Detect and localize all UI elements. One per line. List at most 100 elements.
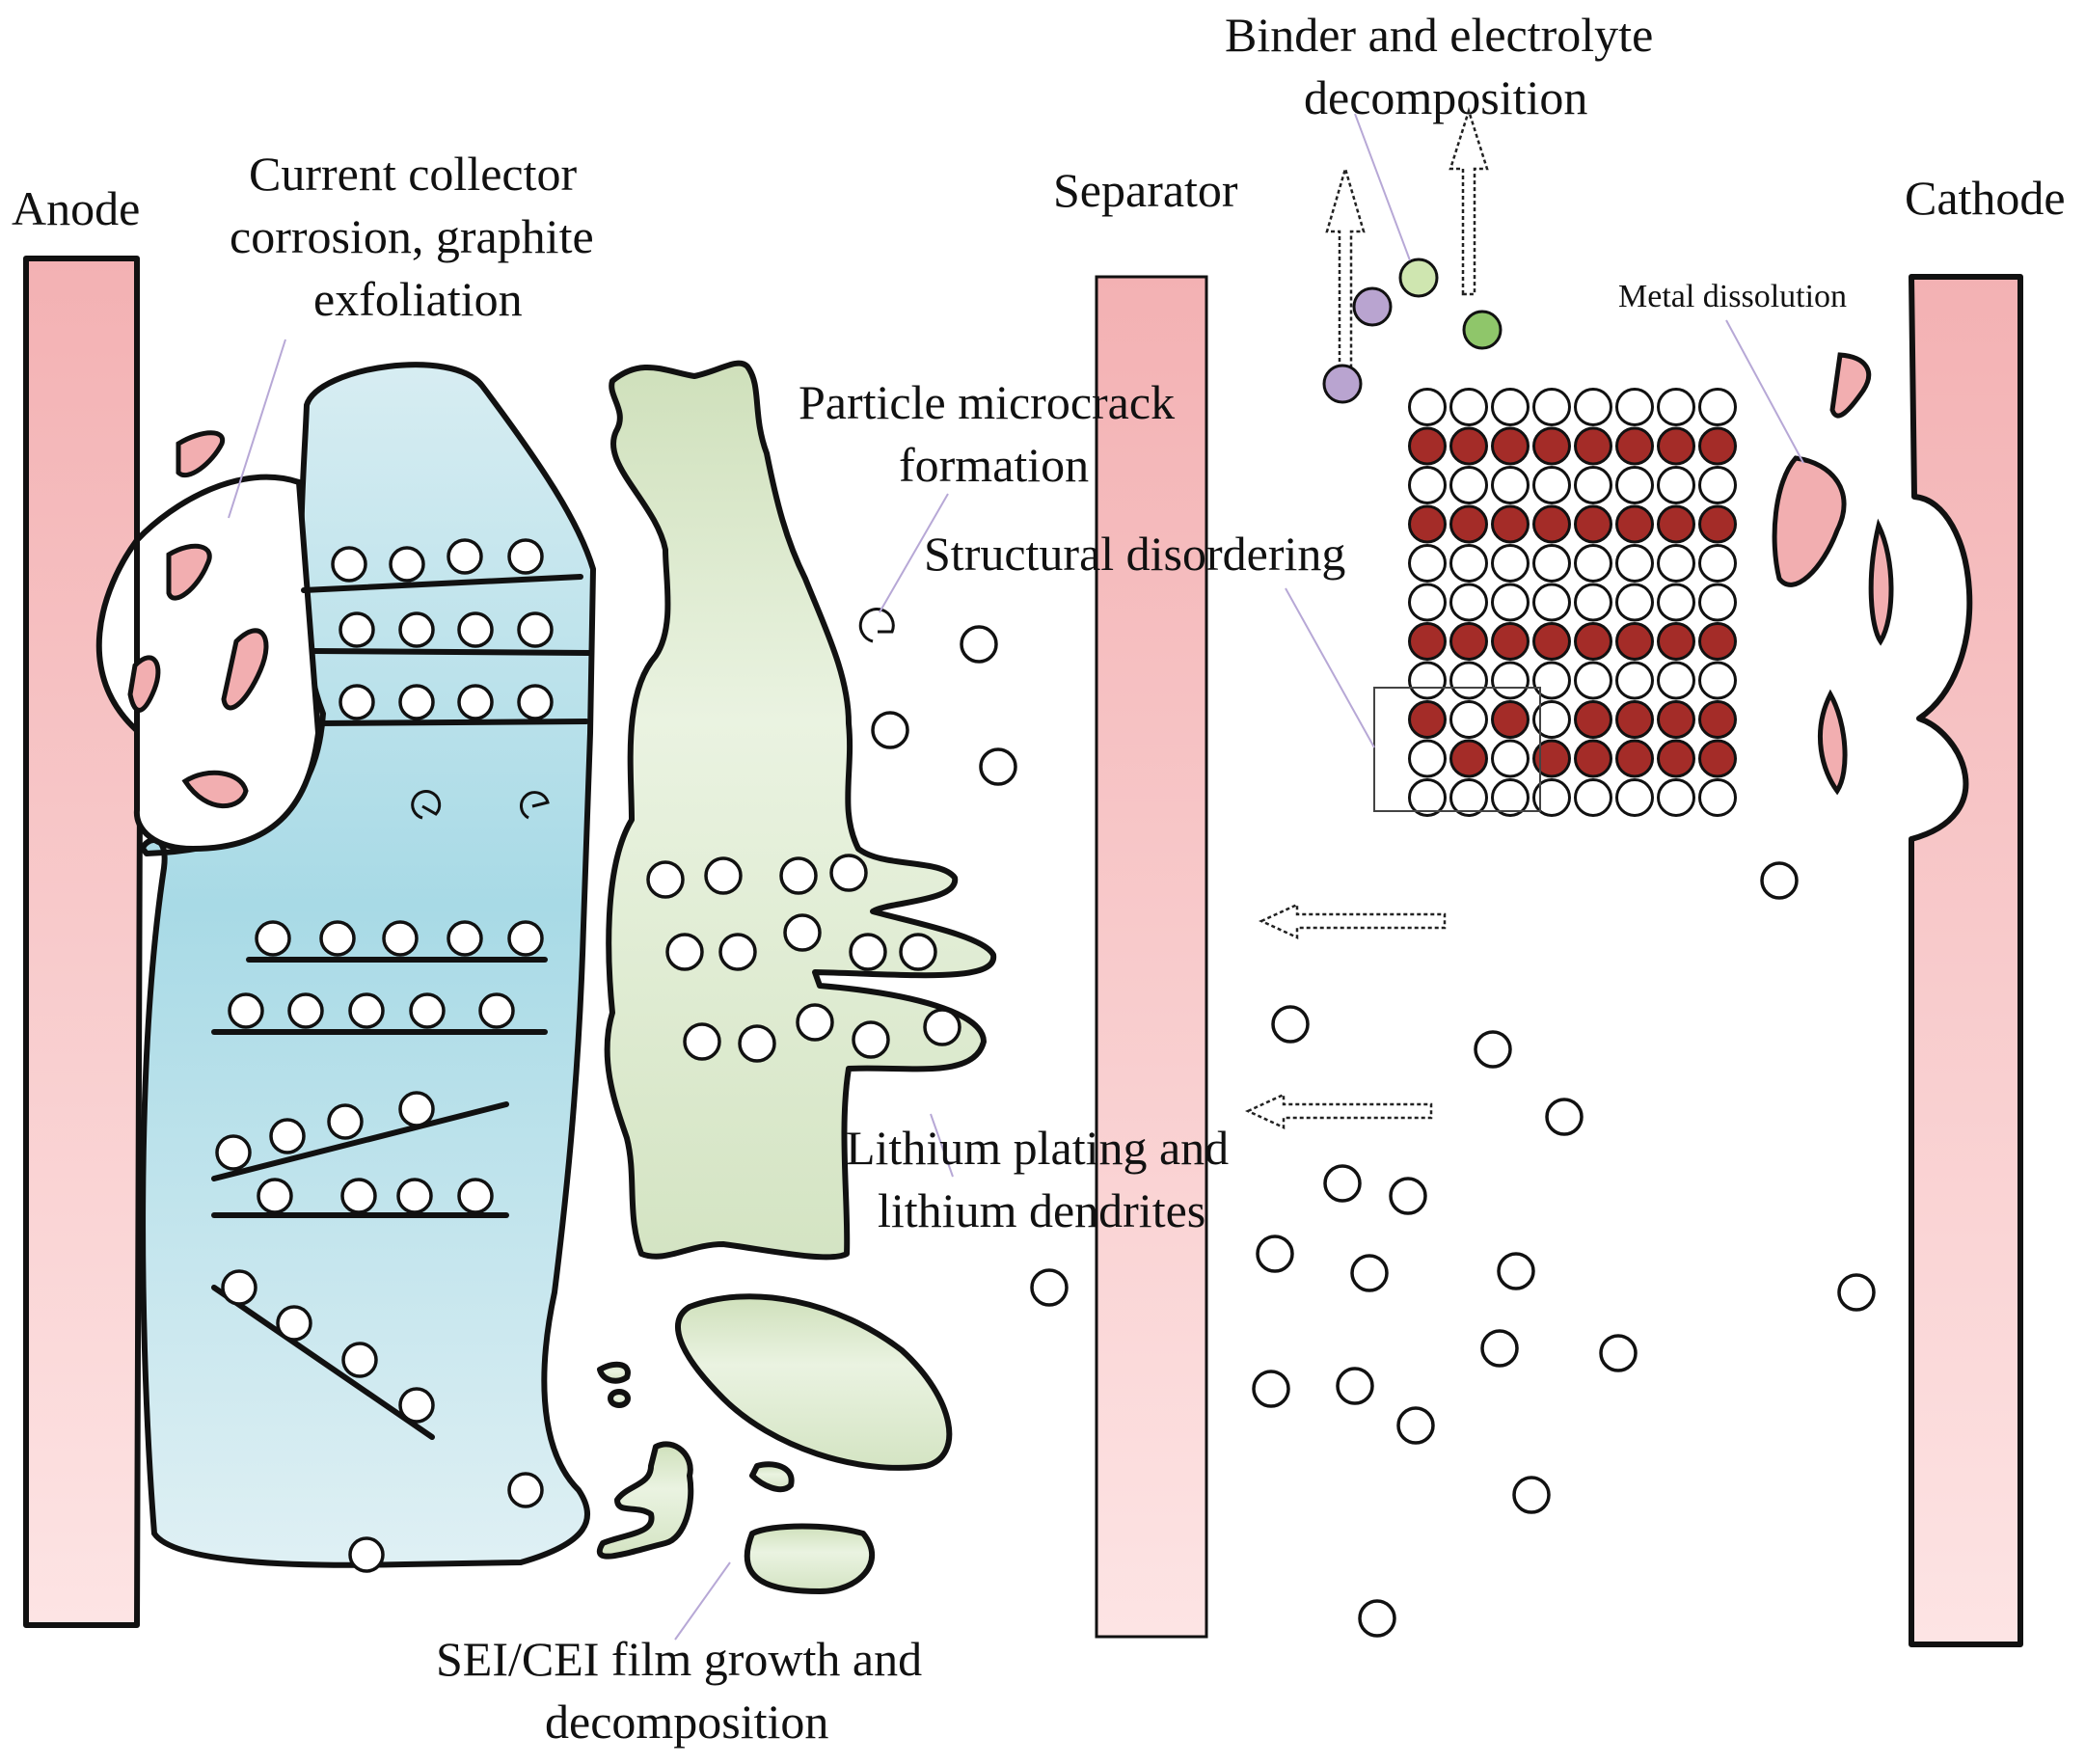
lattice-lithium-site [1574, 544, 1612, 583]
particle-microcrack-icon [858, 608, 895, 643]
annotation-leaders [228, 113, 1804, 1641]
lattice-lithium-site [1615, 778, 1654, 817]
lattice-lithium-site [1449, 388, 1488, 426]
lattice-metal-ion [1657, 426, 1695, 466]
dissolved-metal-fragments [1772, 352, 1894, 796]
particle-microcrack-label-line1: Particle microcrack [799, 375, 1175, 429]
lattice-lithium-site [1657, 778, 1695, 817]
lattice-metal-ion [1574, 739, 1612, 778]
lattice-metal-ion [1657, 504, 1695, 544]
exfoliated-graphite-flakes [127, 430, 269, 809]
lattice-lithium-site [1449, 778, 1488, 817]
lattice-lithium-site [1491, 583, 1530, 622]
cathode-electrode [1909, 274, 2023, 1647]
lattice-lithium-site [1615, 388, 1654, 426]
lattice-lithium-site [1532, 700, 1571, 739]
separator-label: Separator [1053, 163, 1238, 217]
graphite-microcracks [411, 790, 550, 820]
lattice-metal-ion [1698, 504, 1737, 544]
lattice-metal-ion [1615, 504, 1654, 544]
particle-microcrack-label-line2: formation [899, 438, 1089, 492]
lattice-lithium-site [1491, 661, 1530, 700]
lattice-lithium-site [1698, 778, 1737, 817]
lattice-lithium-site [1408, 739, 1447, 778]
lattice-metal-ion [1491, 622, 1530, 661]
current-collector-label-line2: corrosion, graphite [230, 209, 594, 263]
lattice-metal-ion [1615, 622, 1654, 661]
lattice-lithium-site [1657, 544, 1695, 583]
lattice-metal-ion [1408, 700, 1447, 739]
lattice-lithium-site [1574, 778, 1612, 817]
lattice-metal-ion [1491, 700, 1530, 739]
lattice-lithium-site [1574, 661, 1612, 700]
lattice-lithium-site [1615, 661, 1654, 700]
lithium-migration-arrows [1245, 106, 1489, 1129]
lattice-metal-ion [1532, 739, 1571, 778]
lattice-metal-ion [1574, 622, 1612, 661]
lattice-lithium-site [1532, 778, 1571, 817]
lattice-lithium-site [1491, 778, 1530, 817]
lattice-lithium-site [1491, 388, 1530, 426]
lattice-metal-ion [1657, 739, 1695, 778]
electrolyte-lithium-ions [871, 625, 1876, 1638]
lattice-metal-ion [1491, 504, 1530, 544]
lattice-lithium-site [1698, 544, 1737, 583]
lattice-metal-ion [1449, 739, 1488, 778]
anode-label: Anode [12, 181, 140, 235]
lattice-metal-ion [1698, 739, 1737, 778]
lattice-metal-ion [1698, 700, 1737, 739]
lattice-lithium-site [1449, 661, 1488, 700]
lattice-lithium-site [1615, 466, 1654, 504]
lattice-metal-ion [1698, 622, 1737, 661]
lattice-lithium-site [1615, 583, 1654, 622]
decomposition-molecules [1322, 258, 1503, 404]
sei-film-fragments [596, 1293, 953, 1594]
lattice-metal-ion [1449, 504, 1488, 544]
lattice-lithium-site [1657, 583, 1695, 622]
lattice-lithium-site [1615, 544, 1654, 583]
lattice-lithium-site [1574, 388, 1612, 426]
lattice-metal-ion [1657, 700, 1695, 739]
lattice-metal-ion [1408, 426, 1447, 466]
anode-electrode [23, 256, 143, 1628]
lattice-lithium-site [1491, 739, 1530, 778]
lattice-lithium-site [1408, 466, 1447, 504]
cathode-crystal-lattice [1408, 388, 1737, 817]
current-collector-label-line1: Current collector [249, 147, 577, 201]
lattice-lithium-site [1657, 466, 1695, 504]
lattice-lithium-site [1532, 388, 1571, 426]
lattice-metal-ion [1615, 426, 1654, 466]
lithium-plating-label-line1: Lithium plating and [846, 1121, 1229, 1175]
lattice-lithium-site [1408, 778, 1447, 817]
lattice-metal-ion [1574, 700, 1612, 739]
lattice-lithium-site [1532, 661, 1571, 700]
lattice-metal-ion [1574, 426, 1612, 466]
sei-cei-label-line1: SEI/CEI film growth and [436, 1632, 922, 1686]
lattice-metal-ion [1615, 739, 1654, 778]
lattice-lithium-site [1574, 466, 1612, 504]
graphite-layers [211, 574, 593, 1440]
lattice-lithium-site [1698, 388, 1737, 426]
lattice-lithium-site [1491, 544, 1530, 583]
lattice-lithium-site [1532, 583, 1571, 622]
sei-cei-label-line2: decomposition [545, 1695, 828, 1749]
separator-membrane [1095, 275, 1208, 1639]
binder-electrolyte-label-line1: Binder and electrolyte [1225, 8, 1653, 62]
lattice-metal-ion [1657, 622, 1695, 661]
lattice-lithium-site [1408, 388, 1447, 426]
lattice-lithium-site [1698, 583, 1737, 622]
lattice-lithium-site [1449, 544, 1488, 583]
lattice-lithium-site [1574, 583, 1612, 622]
lattice-metal-ion [1532, 504, 1571, 544]
lattice-metal-ion [1615, 700, 1654, 739]
lattice-metal-ion [1574, 504, 1612, 544]
lattice-lithium-site [1698, 661, 1737, 700]
lattice-metal-ion [1491, 426, 1530, 466]
lattice-metal-ion [1408, 622, 1447, 661]
cathode-label: Cathode [1905, 171, 2066, 225]
lattice-lithium-site [1408, 544, 1447, 583]
lattice-metal-ion [1408, 504, 1447, 544]
lattice-lithium-site [1532, 466, 1571, 504]
current-collector-label-line3: exfoliation [313, 272, 523, 326]
